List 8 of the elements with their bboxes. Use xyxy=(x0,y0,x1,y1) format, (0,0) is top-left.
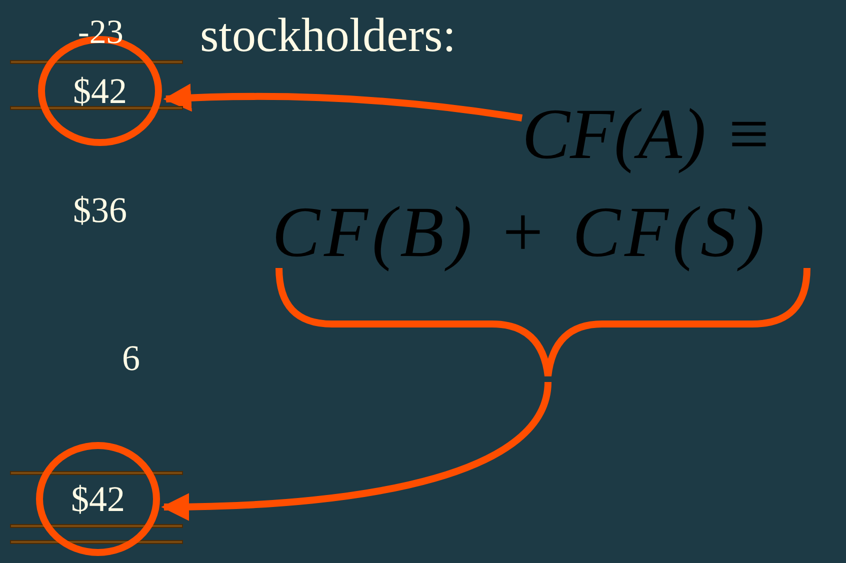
heading-text: stockholders: xyxy=(200,12,456,60)
highlight-circle xyxy=(36,442,160,556)
arrow xyxy=(163,84,523,122)
amount-text: $42 xyxy=(73,73,127,109)
amount-text: $42 xyxy=(71,481,125,517)
number-text: 6 xyxy=(122,340,140,376)
amount-text: $36 xyxy=(73,192,127,228)
arrow xyxy=(161,381,552,521)
